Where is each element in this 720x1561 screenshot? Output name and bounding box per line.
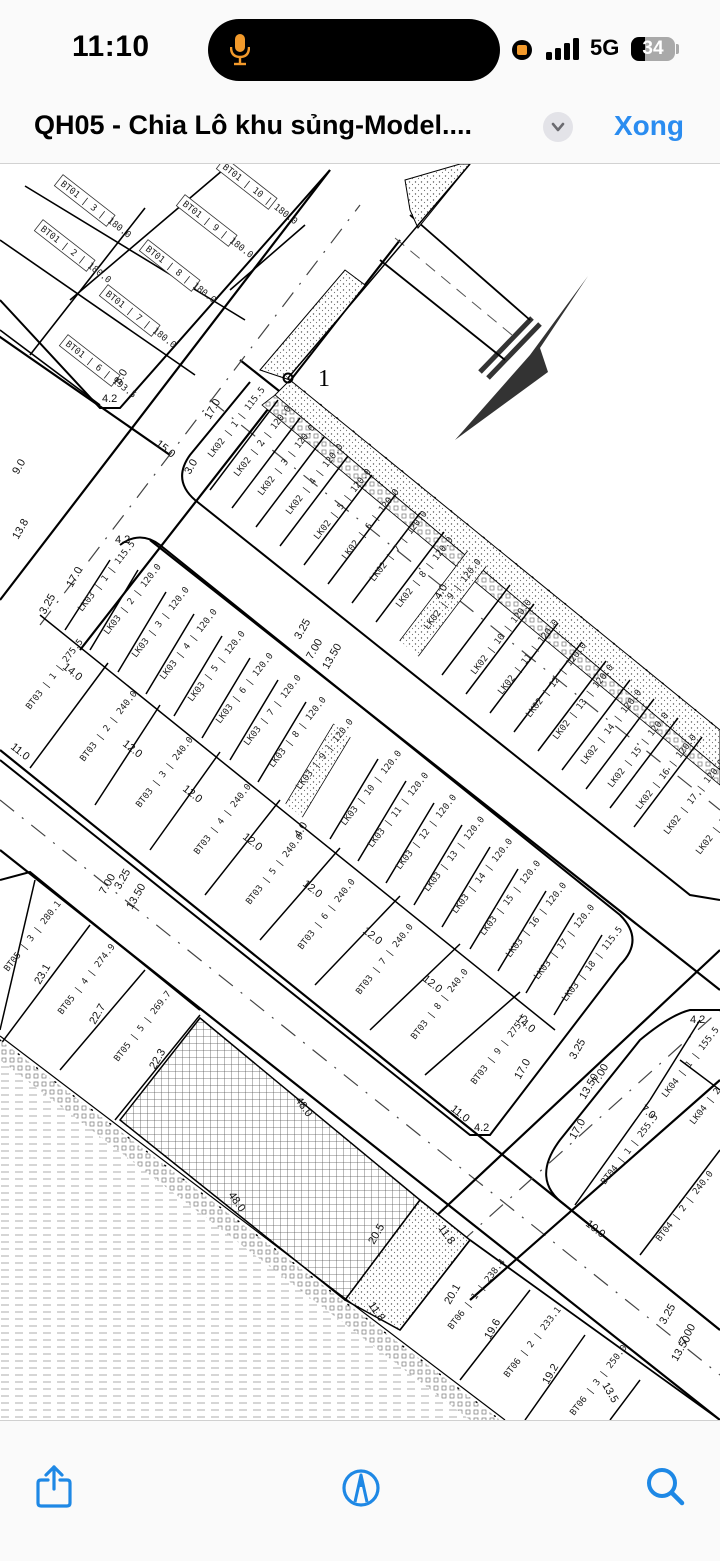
svg-text:4.2: 4.2 — [474, 1122, 489, 1134]
share-icon — [36, 1465, 72, 1508]
svg-text:BT04 | 1 | 255.5: BT04 | 1 | 255.5 — [599, 1112, 660, 1186]
svg-text:BT04 | 2 | 240.0: BT04 | 2 | 240.0 — [654, 1169, 715, 1243]
svg-text:23.1: 23.1 — [32, 962, 53, 987]
svg-text:BT01 | 2 | 180.0: BT01 | 2 | 180.0 — [38, 224, 112, 285]
svg-text:17.0: 17.0 — [512, 1057, 533, 1082]
svg-text:12.0: 12.0 — [360, 925, 384, 948]
svg-text:3.25: 3.25 — [657, 1302, 678, 1327]
chevron-down-icon — [551, 122, 565, 132]
svg-text:9.0: 9.0 — [10, 457, 28, 476]
svg-text:LK02 | 18: LK02 | 18 — [694, 812, 720, 857]
svg-text:3.0: 3.0 — [182, 457, 200, 476]
svg-text:13.50: 13.50 — [320, 642, 344, 672]
svg-text:BT01 | 3 | 180.0: BT01 | 3 | 180.0 — [58, 179, 132, 240]
site-plan-drawing[interactable]: 1 — [0, 164, 720, 1420]
svg-text:BT05 | 3 | 280.1: BT05 | 3 | 280.1 — [2, 899, 63, 973]
svg-text:3.25: 3.25 — [567, 1037, 588, 1062]
done-button[interactable]: Xong — [614, 110, 684, 141]
microphone-icon — [230, 34, 250, 66]
battery-percent: 34 — [642, 38, 664, 59]
svg-text:13.8: 13.8 — [10, 517, 31, 542]
search-button[interactable] — [644, 1463, 688, 1509]
svg-text:13.50: 13.50 — [577, 1072, 601, 1102]
north-arrow-icon — [379, 214, 588, 440]
svg-text:13.5: 13.5 — [599, 1381, 620, 1406]
svg-text:12.0: 12.0 — [300, 878, 324, 901]
south-boundary — [0, 1035, 506, 1420]
document-canvas[interactable]: 1 — [0, 164, 720, 1420]
svg-text:15.0: 15.0 — [153, 438, 177, 461]
svg-text:BT01 | 9 | 180.0: BT01 | 9 | 180.0 — [180, 199, 254, 260]
park-area[interactable] — [118, 1016, 472, 1331]
markup-button[interactable] — [340, 1463, 384, 1509]
recording-dot-icon — [512, 40, 532, 60]
cellular-signal-icon — [546, 38, 579, 60]
svg-text:3.25: 3.25 — [37, 592, 58, 617]
svg-text:12.0: 12.0 — [240, 831, 264, 854]
dynamic-island[interactable] — [208, 19, 500, 81]
svg-text:BT01 | 8 | 180.0: BT01 | 8 | 180.0 — [143, 244, 217, 305]
svg-text:12.0: 12.0 — [120, 738, 144, 761]
markup-pen-icon — [342, 1469, 380, 1507]
block-BT04-LK04[interactable] — [545, 1009, 720, 1331]
block-LK03-BT03[interactable] — [0, 536, 634, 1136]
svg-text:17.0: 17.0 — [567, 1117, 588, 1142]
navigation-bar: QH05 - Chia Lô khu sủng-Model.... Xong — [0, 100, 720, 164]
svg-text:22.7: 22.7 — [87, 1002, 108, 1027]
svg-text:BT03 | 8 | 240.0: BT03 | 8 | 240.0 — [409, 967, 470, 1041]
svg-text:3.25: 3.25 — [292, 617, 313, 642]
svg-text:BT05 | 4 | 274.9: BT05 | 4 | 274.9 — [56, 942, 117, 1016]
svg-text:13.50: 13.50 — [124, 882, 148, 912]
status-bar: 11:10 5G 34 — [0, 0, 720, 100]
block-BT06[interactable] — [399, 1239, 720, 1420]
svg-text:17.0: 17.0 — [64, 565, 85, 590]
svg-text:13.50: 13.50 — [669, 1334, 693, 1364]
block-BT05[interactable] — [0, 870, 201, 1121]
search-icon — [647, 1468, 685, 1506]
clock: 11:10 — [72, 30, 150, 63]
svg-text:BT01 | 10 | 180.0: BT01 | 10 | 180.0 — [220, 164, 299, 227]
marker-label: 1 — [318, 366, 330, 392]
svg-text:7.00: 7.00 — [304, 637, 325, 662]
svg-text:BT01 | 6 | 193.5: BT01 | 6 | 193.5 — [63, 339, 137, 400]
svg-text:4.2: 4.2 — [115, 534, 130, 546]
svg-text:12.0: 12.0 — [420, 973, 444, 996]
share-button[interactable] — [34, 1463, 78, 1509]
battery-icon: 34 — [631, 37, 675, 61]
block-LK02[interactable] — [181, 381, 720, 901]
title-menu-button[interactable] — [543, 112, 573, 142]
green-strip-north — [259, 164, 720, 786]
document-title[interactable]: QH05 - Chia Lô khu sủng-Model.... — [34, 110, 473, 140]
block-BT01[interactable] — [0, 164, 331, 409]
svg-text:4.2: 4.2 — [102, 393, 117, 405]
battery-tip — [676, 44, 679, 54]
svg-text:20.1: 20.1 — [442, 1282, 463, 1307]
svg-text:14.0: 14.0 — [60, 661, 84, 684]
network-type: 5G — [590, 35, 620, 60]
svg-text:4.2: 4.2 — [690, 1014, 705, 1026]
bottom-toolbar — [0, 1420, 720, 1561]
